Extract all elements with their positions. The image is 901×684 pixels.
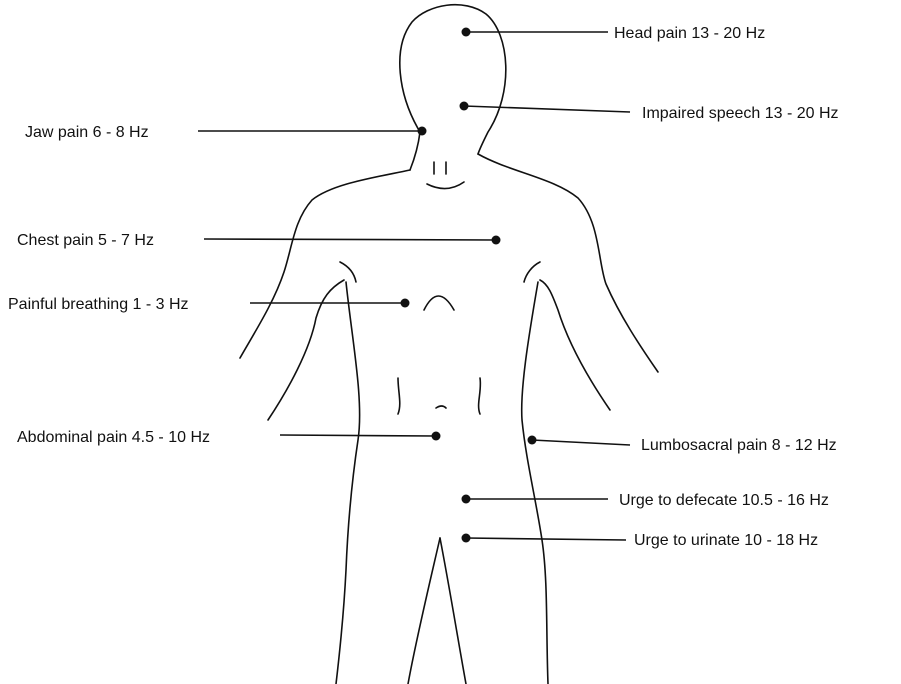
right-armpit bbox=[524, 262, 540, 282]
waist-mark-right bbox=[479, 378, 481, 414]
right-outer-arm bbox=[478, 154, 658, 372]
waist-mark-left bbox=[398, 378, 400, 414]
left-inner-arm bbox=[268, 280, 344, 420]
collar-curve bbox=[427, 182, 464, 189]
left-armpit bbox=[340, 262, 356, 282]
urge-to-urinate-label: Urge to urinate 10 - 18 Hz bbox=[634, 532, 818, 549]
head-pain-label: Head pain 13 - 20 Hz bbox=[614, 25, 765, 42]
right-inner-arm bbox=[540, 280, 610, 410]
abdominal-dot bbox=[432, 432, 441, 441]
chest-leader bbox=[204, 239, 496, 240]
lumbosacral-dot bbox=[528, 436, 537, 445]
urinate-dot bbox=[462, 534, 471, 543]
chest-dot bbox=[492, 236, 501, 245]
lumbosacral-leader bbox=[532, 440, 630, 445]
leaders bbox=[198, 28, 630, 543]
left-inner-leg bbox=[408, 538, 440, 684]
speech-leader bbox=[464, 106, 630, 112]
breathing-dot bbox=[401, 299, 410, 308]
neck-left bbox=[410, 132, 420, 170]
abdominal-pain-label: Abdominal pain 4.5 - 10 Hz bbox=[17, 429, 210, 446]
jaw-pain-label: Jaw pain 6 - 8 Hz bbox=[25, 124, 149, 141]
right-torso-leg bbox=[522, 282, 548, 684]
head-dot bbox=[462, 28, 471, 37]
left-outer-arm bbox=[240, 170, 410, 358]
lumbosacral-pain-label: Lumbosacral pain 8 - 12 Hz bbox=[641, 437, 837, 454]
body-outline bbox=[240, 5, 658, 684]
speech-dot bbox=[460, 102, 469, 111]
chest-mark bbox=[424, 296, 454, 310]
jaw-dot bbox=[418, 127, 427, 136]
navel bbox=[436, 406, 446, 408]
chest-pain-label: Chest pain 5 - 7 Hz bbox=[17, 232, 154, 249]
right-inner-leg bbox=[440, 538, 466, 684]
impaired-speech-label: Impaired speech 13 - 20 Hz bbox=[642, 105, 839, 122]
left-torso-leg bbox=[336, 282, 360, 684]
labels: Head pain 13 - 20 Hz Impaired speech 13 … bbox=[8, 25, 839, 549]
defecate-dot bbox=[462, 495, 471, 504]
urinate-leader bbox=[466, 538, 626, 540]
abdominal-leader bbox=[280, 435, 436, 436]
painful-breathing-label: Painful breathing 1 - 3 Hz bbox=[8, 296, 189, 313]
urge-to-defecate-label: Urge to defecate 10.5 - 16 Hz bbox=[619, 492, 829, 509]
